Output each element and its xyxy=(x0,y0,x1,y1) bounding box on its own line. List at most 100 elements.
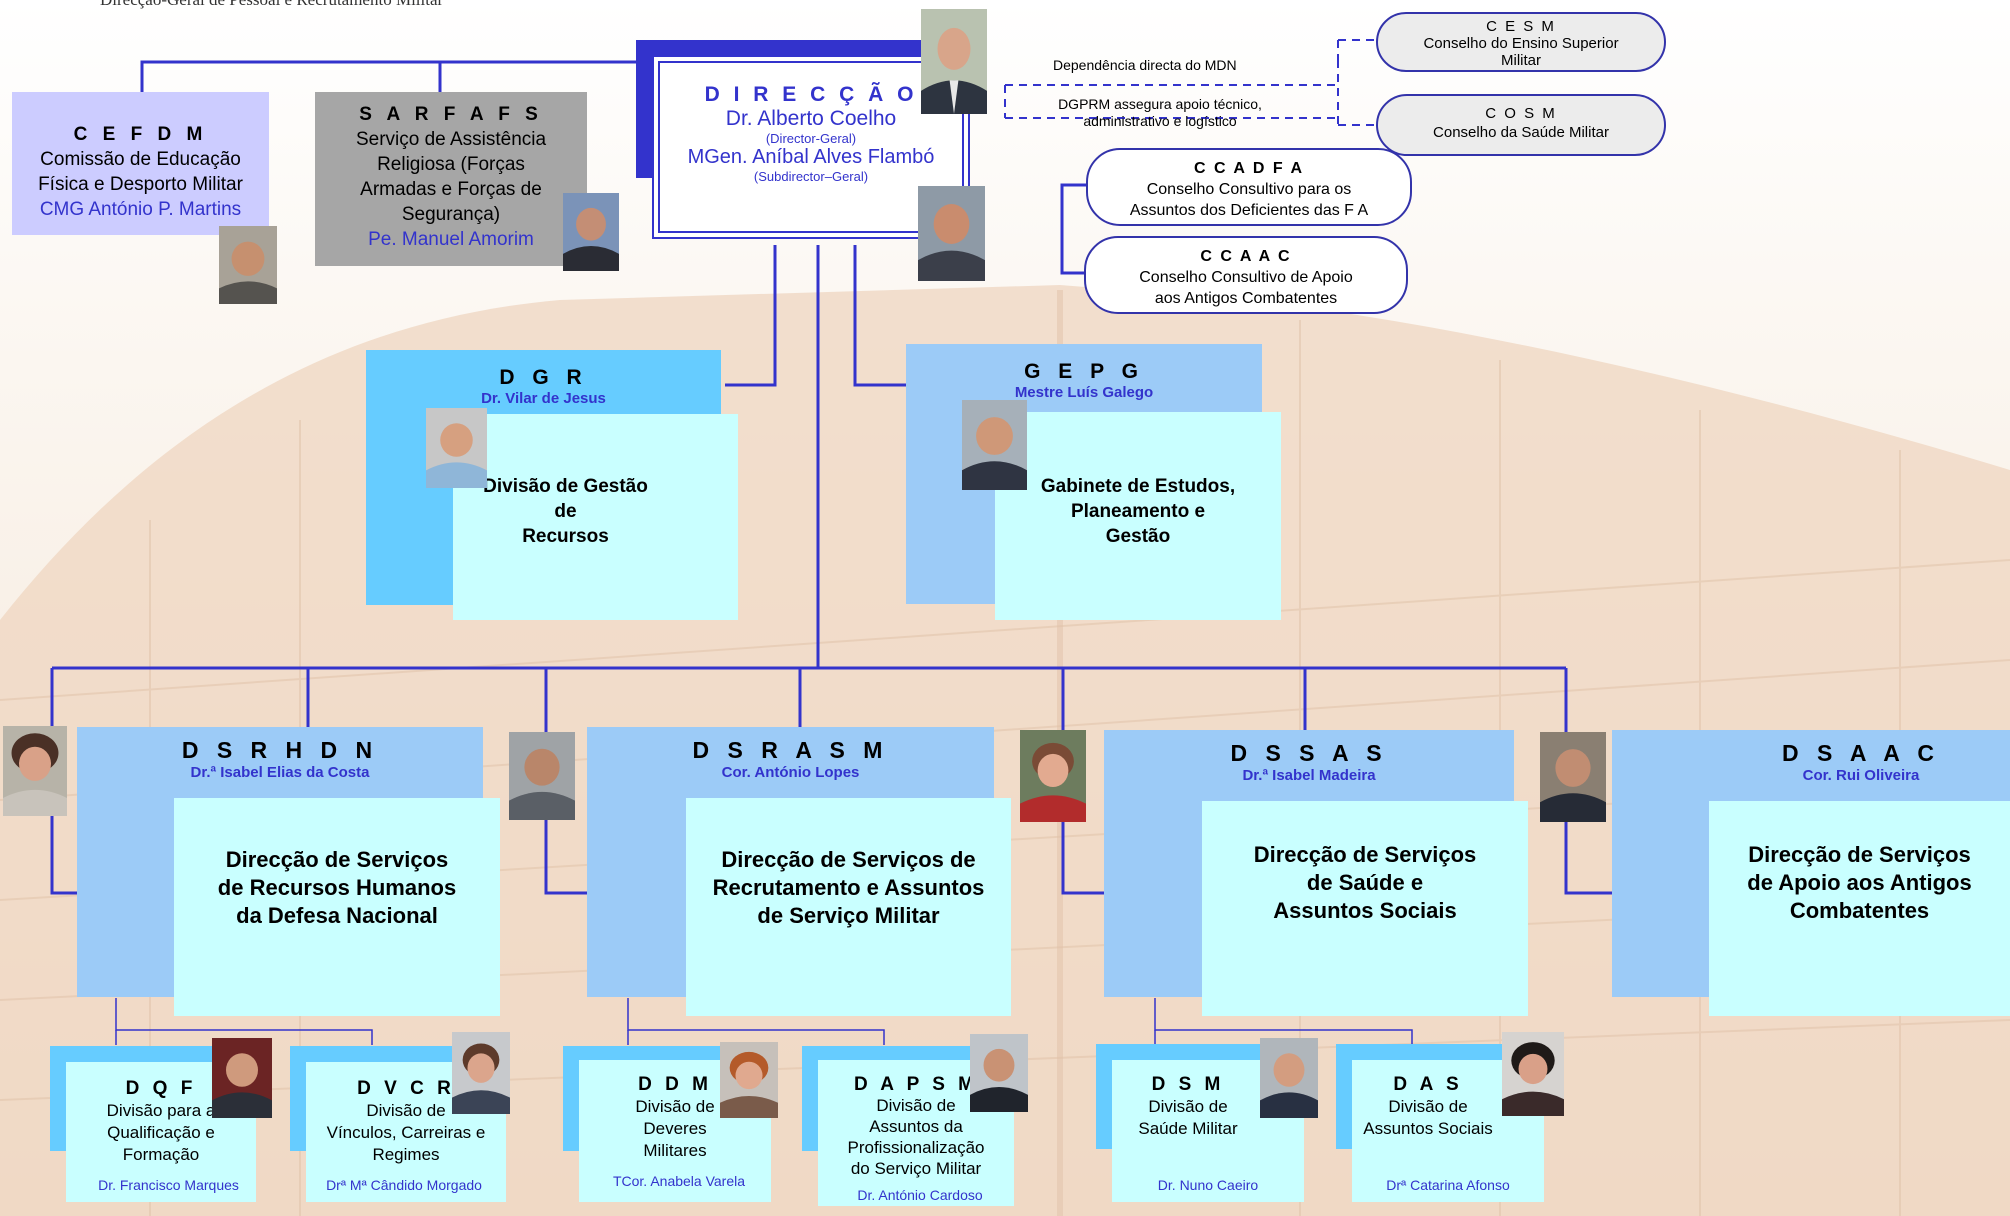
photo-dsrhdn xyxy=(3,726,67,816)
sarfafs-box: S A R F A F S Serviço de Assistência Rel… xyxy=(315,92,587,266)
cesm-acronym: C E S M xyxy=(1486,18,1556,35)
note-apoio-line2: administrativo e logístico xyxy=(1083,113,1237,129)
dsm-line2: Saúde Militar xyxy=(1138,1119,1238,1138)
cesm-line2: Militar xyxy=(1501,52,1541,69)
division-dapsm-box: D A P S M Divisão de Assuntos da Profiss… xyxy=(818,1060,1014,1206)
dsm-acronym: D S M xyxy=(1151,1074,1225,1095)
dapsm-acronym: D A P S M xyxy=(854,1074,978,1095)
gepg-acronym: G E P G xyxy=(1024,360,1144,383)
dqf-line2: Qualificação e xyxy=(107,1123,215,1142)
photo-das xyxy=(1502,1032,1564,1116)
photo-director xyxy=(921,9,987,114)
photo-dapsm xyxy=(970,1034,1028,1112)
cefdm-acronym: C E F D M xyxy=(73,124,208,145)
dsrhdn-line2: de Recursos Humanos xyxy=(217,875,457,900)
dsrasm-line1: Direcção de Serviços de xyxy=(721,847,976,872)
council-ccaac: C C A A C Conselho Consultivo de Apoio a… xyxy=(1084,236,1408,314)
note-apoio-line1: DGPRM assegura apoio técnico, xyxy=(1058,96,1262,112)
photo-cefdm xyxy=(219,226,277,304)
dvcr-line3: Regimes xyxy=(372,1145,440,1164)
photo-dssas xyxy=(1020,730,1086,822)
direccao-acronym: D I R E C Ç Ã O xyxy=(704,83,918,106)
service-dsaac-box: Direcção de Serviços de Apoio aos Antigo… xyxy=(1709,801,2010,1016)
ddm-line1: Divisão de xyxy=(635,1097,715,1116)
gepg-chief: Mestre Luís Galego xyxy=(1014,384,1154,401)
sarfafs-acronym: S A R F A F S xyxy=(359,104,543,125)
director-name: Dr. Alberto Coelho xyxy=(725,107,897,130)
photo-dsaac xyxy=(1540,732,1606,822)
dssas-acronym: D S S A S xyxy=(1230,740,1388,766)
photo-sarfafs xyxy=(563,193,619,271)
das-chief: Drª Catarina Afonso xyxy=(1386,1177,1510,1193)
photo-ddm xyxy=(720,1042,778,1118)
note-apoio: DGPRM assegura apoio técnico, administra… xyxy=(1040,96,1280,130)
cefdm-line2: Física e Desporto Militar xyxy=(38,174,243,195)
dsrhdn-acronym: D S R H D N xyxy=(181,737,379,763)
dqf-line3: Formação xyxy=(122,1145,200,1164)
photo-dsrasm xyxy=(509,732,575,820)
service-dsrasm-box: Direcção de Serviços de Recrutamento e A… xyxy=(686,798,1011,1016)
das-line1: Divisão de xyxy=(1388,1097,1468,1116)
dsrhdn-line1: Direcção de Serviços xyxy=(225,847,449,872)
header-text: Direcção-Geral de Pessoal e Recrutamento… xyxy=(100,0,443,10)
cesm-line1: Conselho do Ensino Superior xyxy=(1423,35,1619,52)
dsrasm-line3: de Serviço Militar xyxy=(757,903,940,928)
council-cosm: C O S M Conselho da Saúde Militar xyxy=(1376,94,1666,156)
dsrasm-line2: Recrutamento e Assuntos xyxy=(712,875,985,900)
sarfafs-line3: Armadas e Forças de xyxy=(360,179,542,200)
dsaac-chief: Cor. Rui Oliveira xyxy=(1802,767,1920,784)
ddm-line3: Militares xyxy=(643,1141,707,1160)
dsm-line1: Divisão de xyxy=(1148,1097,1228,1116)
dapsm-line2: Assuntos da xyxy=(869,1117,963,1136)
ccadfa-line1: Conselho Consultivo para os xyxy=(1146,181,1352,198)
dssas-line1: Direcção de Serviços xyxy=(1253,842,1477,867)
photo-gepg xyxy=(962,400,1027,490)
dqf-line1: Divisão para a xyxy=(106,1101,216,1120)
photo-dgr xyxy=(426,408,487,488)
subdirector-name: MGen. Aníbal Alves Flambó xyxy=(687,146,935,168)
dgr-chief: Dr. Vilar de Jesus xyxy=(481,390,606,407)
ddm-chief: TCor. Anabela Varela xyxy=(612,1173,746,1189)
council-cesm: C E S M Conselho do Ensino Superior Mili… xyxy=(1376,12,1666,72)
dsaac-line3: Combatentes xyxy=(1789,898,1930,923)
dssas-line2: de Saúde e xyxy=(1306,870,1424,895)
ccaac-line2: aos Antigos Combatentes xyxy=(1154,290,1338,307)
dvcr-line2: Vínculos, Carreiras e xyxy=(326,1123,486,1142)
dsaac-line1: Direcção de Serviços xyxy=(1748,842,1971,867)
ccadfa-line2: Assuntos dos Deficientes das F A xyxy=(1129,202,1369,219)
dqf-acronym: D Q F xyxy=(125,1078,197,1099)
service-dsrhdn-box: Direcção de Serviços de Recursos Humanos… xyxy=(174,798,500,1016)
cefdm-box: C E F D M Comissão de Educação Física e … xyxy=(12,92,269,235)
dsrhdn-chief: Dr.ª Isabel Elias da Costa xyxy=(190,764,370,781)
council-ccadfa: C C A D F A Conselho Consultivo para os … xyxy=(1086,148,1412,226)
dsrhdn-line3: da Defesa Nacional xyxy=(236,903,438,928)
sarfafs-line4: Segurança) xyxy=(401,204,501,225)
dsrasm-chief: Cor. António Lopes xyxy=(721,764,860,781)
photo-dsm xyxy=(1260,1038,1318,1118)
dssas-line3: Assuntos Sociais xyxy=(1273,898,1457,923)
subdirector-role: (Subdirector–Geral) xyxy=(753,169,869,184)
dsrasm-acronym: D S R A S M xyxy=(692,737,889,763)
dapsm-line3: Profissionalização xyxy=(847,1138,985,1157)
dqf-chief: Dr. Francisco Marques xyxy=(98,1177,239,1193)
dsaac-acronym: D S A A C xyxy=(1782,740,1940,766)
gepg-line1: Gabinete de Estudos, xyxy=(1040,476,1236,497)
service-dssas-box: Direcção de Serviços de Saúde e Assuntos… xyxy=(1202,801,1528,1016)
gepg-line3: Gestão xyxy=(1105,526,1171,547)
gepg-box: Gabinete de Estudos, Planeamento e Gestã… xyxy=(995,412,1281,620)
dgr-box: Divisão de Gestão de Recursos xyxy=(453,414,738,620)
photo-dqf xyxy=(212,1038,272,1118)
ddm-acronym: D D M xyxy=(638,1074,712,1095)
ddm-line2: Deveres xyxy=(643,1119,707,1138)
dsaac-line2: de Apoio aos Antigos xyxy=(1747,870,1972,895)
dgr-line3: Recursos xyxy=(522,526,609,547)
photo-dvcr xyxy=(452,1032,510,1114)
sarfafs-line1: Serviço de Assistência xyxy=(355,129,547,150)
ccadfa-acronym: C C A D F A xyxy=(1194,160,1304,177)
dapsm-line1: Divisão de xyxy=(876,1096,956,1115)
cosm-acronym: C O S M xyxy=(1485,105,1557,122)
division-das-box: D A S Divisão de Assuntos Sociais xyxy=(1352,1060,1544,1202)
sarfafs-line2: Religiosa (Forças xyxy=(377,154,525,175)
dgr-acronym: D G R xyxy=(499,366,588,389)
ccaac-line1: Conselho Consultivo de Apoio xyxy=(1139,269,1353,286)
